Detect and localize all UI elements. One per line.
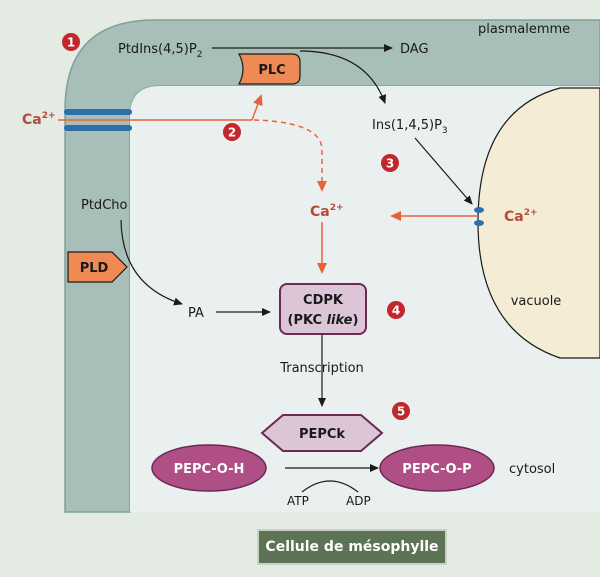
plasma-calcium-channel-top — [64, 109, 132, 115]
ptdins-label: PtdIns(4,5)P2 — [118, 42, 202, 60]
cdpk-subtitle: (PKC like) — [288, 313, 359, 328]
plc-enzyme — [238, 53, 301, 85]
pa-label: PA — [188, 306, 204, 321]
pepc-op-ellipse — [379, 444, 495, 492]
pepc-oh-label: PEPC-O-H — [174, 462, 245, 477]
calcium-outside-label: Ca2+ — [22, 111, 56, 128]
pepc-op-label: PEPC-O-P — [402, 462, 471, 477]
step-badge-5: 5 — [392, 402, 410, 420]
pepc-oh-ellipse — [151, 444, 267, 492]
svg-text:4: 4 — [392, 304, 400, 318]
svg-text:2: 2 — [228, 126, 236, 140]
cell-caption: Cellule de mésophylle — [257, 529, 447, 565]
atp-adp-arc — [301, 480, 359, 493]
transcription-label: Transcription — [279, 361, 364, 376]
dag-label: DAG — [400, 42, 429, 57]
ptdcho-to-pa-arrow — [120, 219, 183, 306]
ip3-to-channel-arrow — [414, 137, 473, 205]
calcium-cytosol-label: Ca2+ — [310, 203, 344, 220]
svg-text:3: 3 — [386, 157, 394, 171]
atp-label: ATP — [287, 494, 309, 508]
vacuole-calcium-channel — [474, 207, 484, 226]
calcium-to-plc-arrow — [251, 94, 263, 121]
calcium-dashed-arrow — [253, 119, 327, 192]
cytosol-label: cytosol — [509, 462, 555, 477]
adp-label: ADP — [346, 494, 371, 508]
plc-label: PLC — [258, 63, 285, 78]
pld-enzyme — [67, 251, 128, 283]
step-badge-2: 2 — [223, 123, 241, 141]
pepck-label: PEPCk — [299, 427, 345, 442]
cdpk-label: CDPK — [303, 293, 344, 308]
pld-label: PLD — [80, 261, 109, 276]
ptdcho-label: PtdCho — [81, 198, 128, 213]
calcium-vacuole-label: Ca2+ — [504, 208, 538, 225]
pepck-hexagon — [260, 414, 384, 452]
plasma-calcium-channel-bottom — [64, 125, 132, 131]
svg-text:5: 5 — [397, 405, 405, 419]
cdpk-box — [279, 283, 367, 335]
step-badge-4: 4 — [387, 301, 405, 319]
step-badge-3: 3 — [381, 154, 399, 172]
plc-to-ip3-arrow — [299, 50, 387, 104]
step-badge-1: 1 — [62, 33, 80, 51]
ip3-label: Ins(1,4,5)P3 — [372, 118, 448, 136]
plasmalemme-label: plasmalemme — [478, 22, 570, 37]
vacuole-label: vacuole — [511, 294, 562, 309]
svg-text:1: 1 — [67, 36, 75, 50]
